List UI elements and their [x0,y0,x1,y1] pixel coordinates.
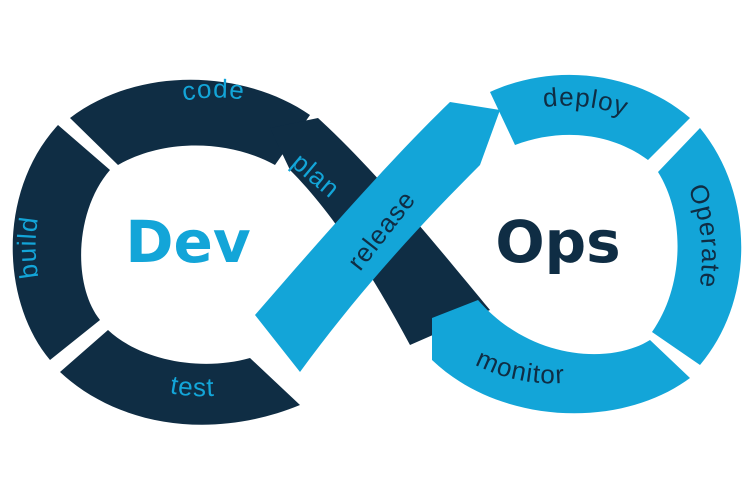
release-segment [255,102,500,372]
dev-title: Dev [125,208,250,276]
deploy-segment [490,74,690,160]
test-segment [60,330,300,425]
monitor-segment [432,300,690,414]
code-segment [70,79,310,165]
test-label: test [168,369,215,402]
build-label: build [11,215,44,281]
ops-title: Ops [495,208,620,276]
operate-segment [652,128,742,365]
build-segment [12,125,110,360]
code-label: code [180,73,247,106]
